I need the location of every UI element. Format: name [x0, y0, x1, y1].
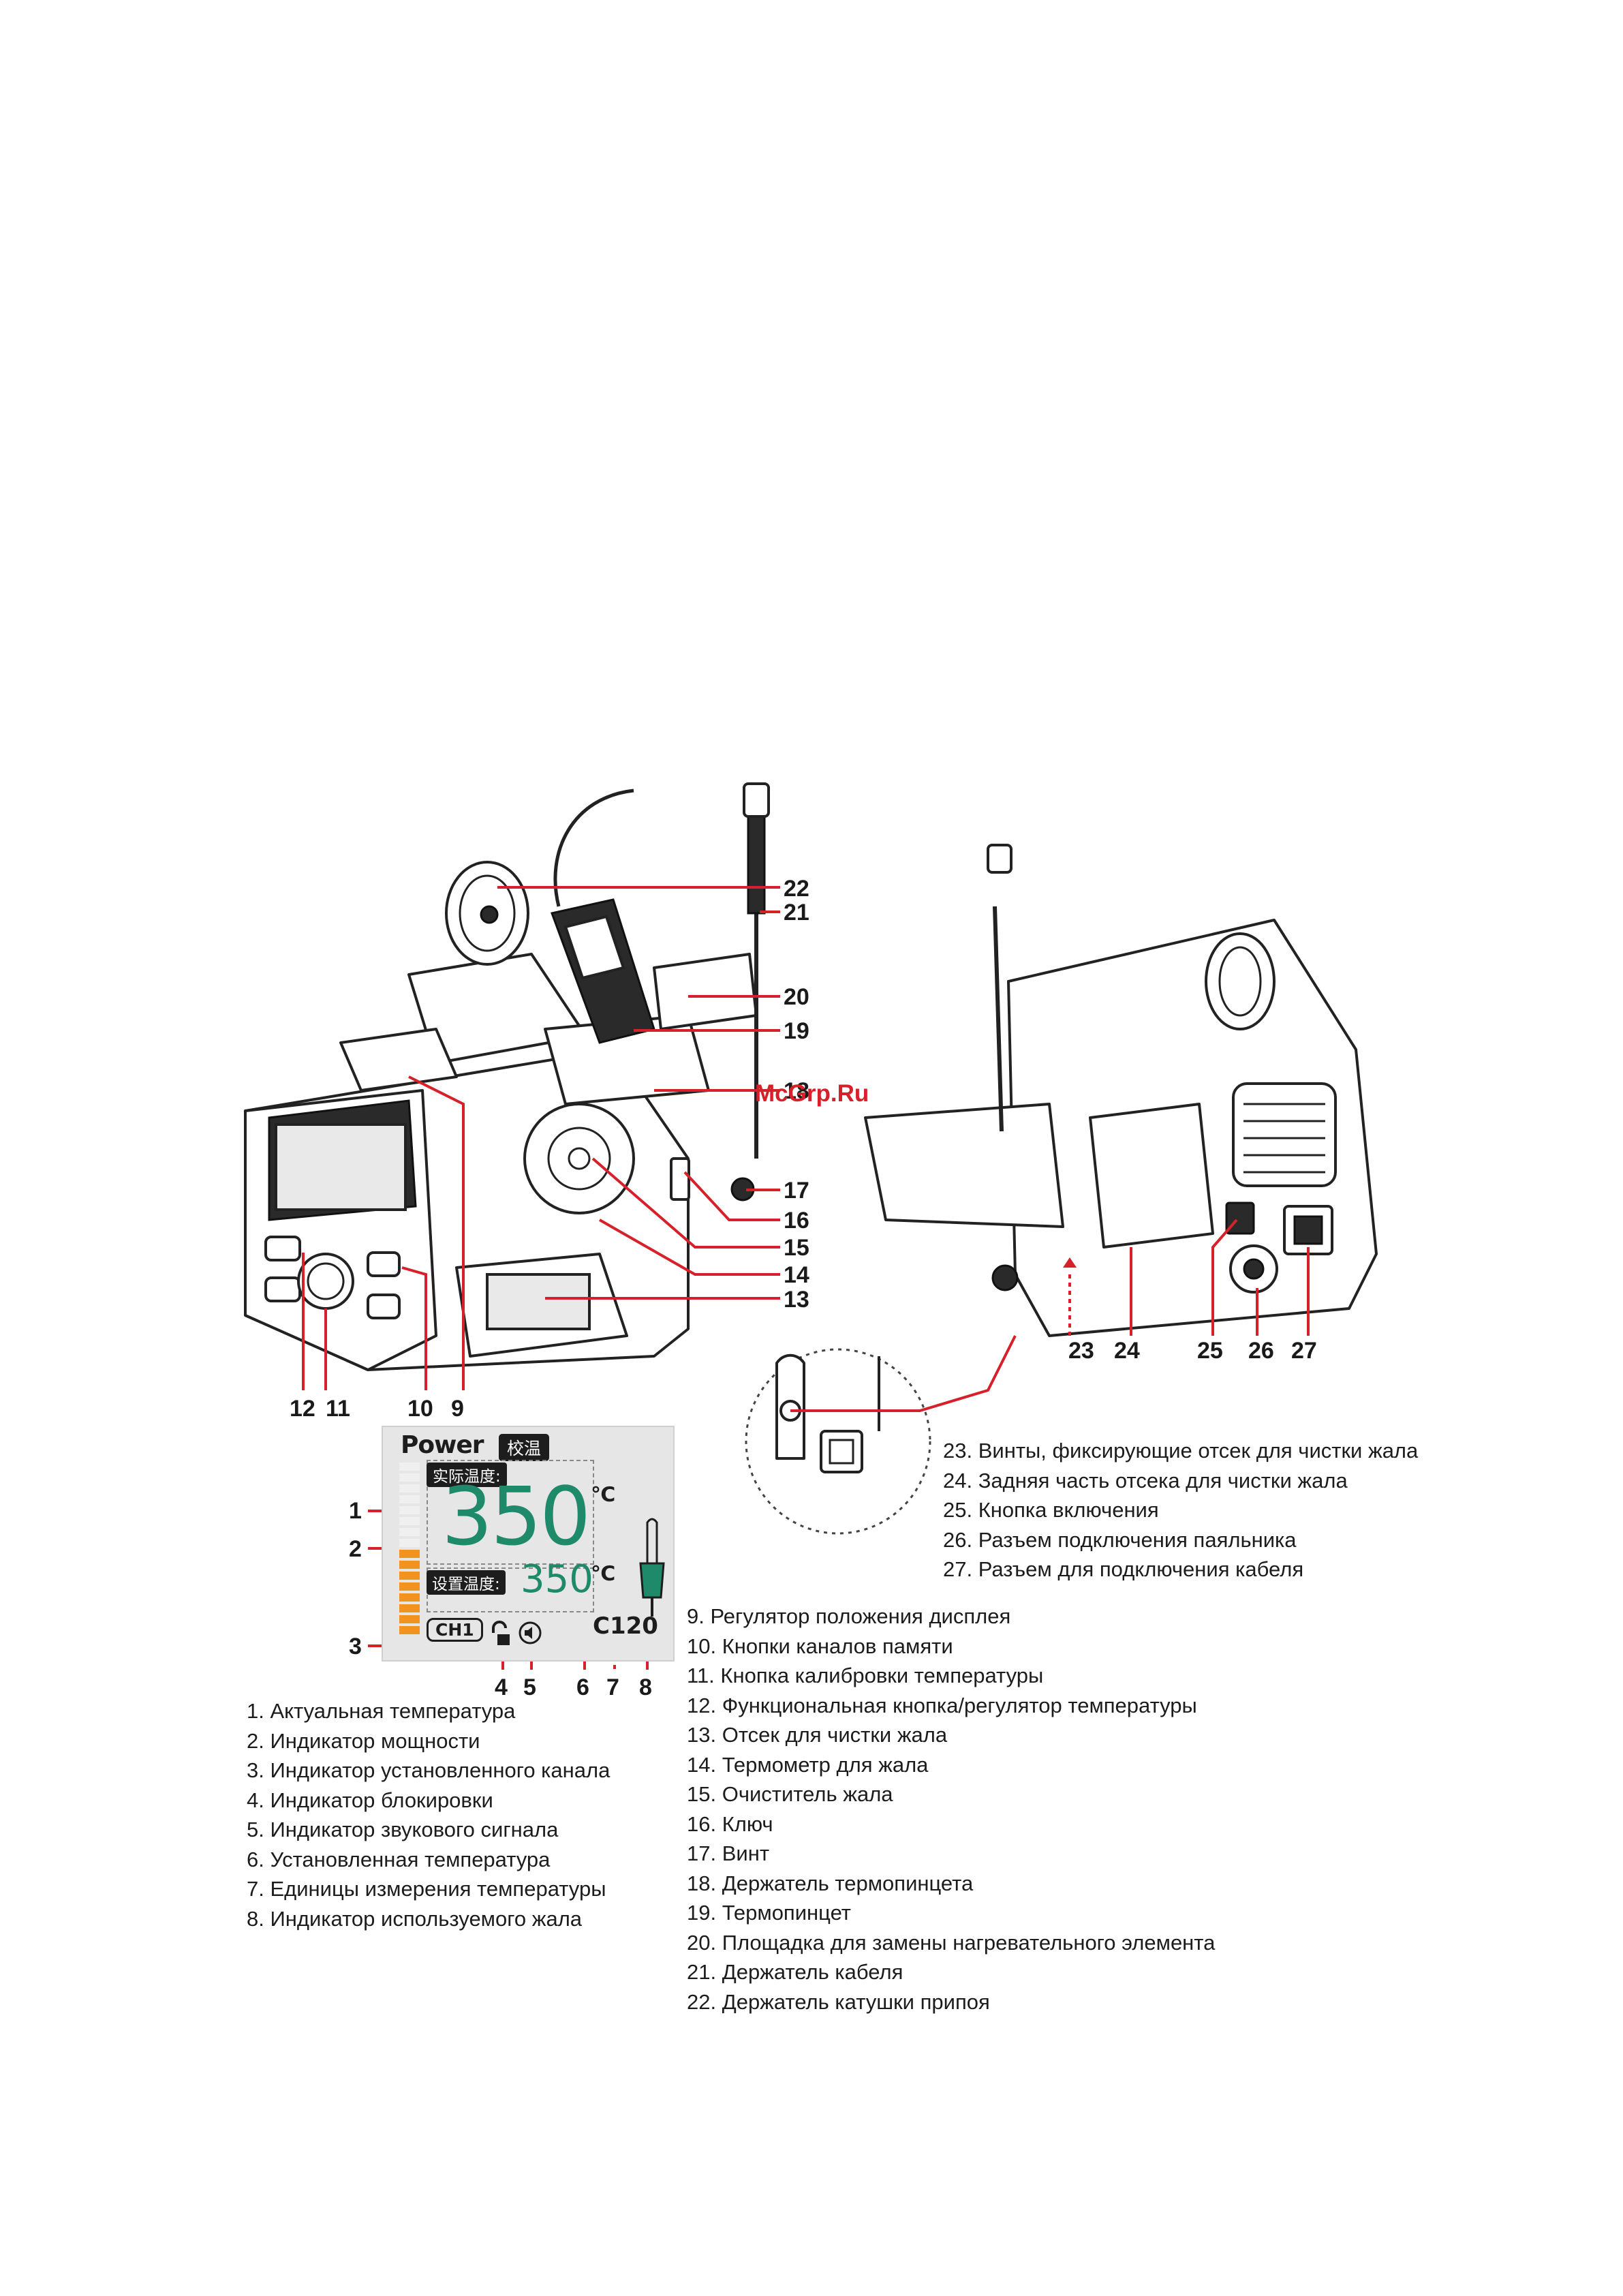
callout-6: 6: [576, 1674, 589, 1700]
power-bar: [399, 1528, 420, 1536]
legend-item: 14. Термометр для жала: [687, 1752, 929, 1777]
power-bar: [399, 1550, 420, 1558]
legend-display: 1. Актуальная температура 2. Индикатор м…: [247, 1696, 610, 1933]
legend-item: 10. Кнопки каналов памяти: [687, 1634, 953, 1658]
callout-11: 11: [326, 1396, 350, 1422]
legend-item: 5. Индикатор звукового сигнала: [247, 1818, 559, 1841]
callout-24: 24: [1114, 1338, 1140, 1364]
legend-item: 22. Держатель катушки припоя: [687, 1989, 990, 2014]
tip-code: C120: [593, 1612, 658, 1640]
callout-12: 12: [290, 1396, 315, 1422]
legend-item: 26. Разъем подключения паяльника: [943, 1527, 1297, 1552]
legend-item: 19. Термопинцет: [687, 1901, 851, 1925]
legend-item: 23. Винты, фиксирующие отсек для чистки …: [943, 1439, 1419, 1463]
callout-17: 17: [784, 1178, 809, 1204]
soldering-tip-icon: [639, 1518, 665, 1617]
calibration-badge: 校温: [499, 1434, 550, 1461]
legend-item: 12. Функциональная кнопка/регулятор темп…: [687, 1693, 1197, 1717]
channel-indicator: CH1: [427, 1618, 483, 1642]
callout-2: 2: [349, 1536, 362, 1562]
callout-9: 9: [451, 1396, 464, 1422]
legend-rear: 23. Винты, фиксирующие отсек для чистки …: [943, 1436, 1418, 1585]
main-unit-drawing: [244, 782, 770, 1371]
power-bar: [399, 1506, 420, 1514]
power-bar: [399, 1495, 420, 1503]
legend-item: 17. Винт: [687, 1841, 770, 1865]
callout-5: 5: [523, 1674, 536, 1700]
callout-numbers: 22 21 20 19 18 17 16 15 14 13 12 11 10 9…: [290, 876, 1317, 1700]
lock-icon: [492, 1621, 510, 1645]
legend-item: 8. Индикатор используемого жала: [247, 1906, 583, 1931]
legend-item: 15. Очиститель жала: [687, 1782, 893, 1806]
power-bar: [399, 1463, 420, 1471]
actual-temp-box: [427, 1460, 594, 1565]
power-bar: [399, 1561, 420, 1569]
legend-item: 7. Единицы измерения температуры: [247, 1877, 606, 1901]
power-bar: [399, 1572, 420, 1580]
legend-item: 20. Площадка для замены нагревательного …: [687, 1930, 1216, 1955]
legend-item: 16. Ключ: [687, 1811, 773, 1836]
screw-detail-inset: [745, 1348, 931, 1535]
legend-item: 6. Установленная температура: [247, 1847, 551, 1871]
watermark-text: McGrp.Ru: [755, 1080, 869, 1107]
power-indicator: [399, 1463, 420, 1637]
power-bar: [399, 1615, 420, 1623]
legend-item: 13. Отсек для чистки жала: [687, 1723, 948, 1747]
power-bar: [399, 1626, 420, 1634]
power-bar: [399, 1582, 420, 1591]
callout-16: 16: [784, 1208, 809, 1234]
power-bar: [399, 1517, 420, 1525]
actual-temperature: 350: [442, 1469, 591, 1563]
power-bar: [399, 1539, 420, 1547]
legend-item: 25. Кнопка включения: [943, 1498, 1159, 1522]
power-bar: [399, 1484, 420, 1493]
legend-item: 9. Регулятор положения дисплея: [687, 1604, 1011, 1628]
legend-item: 4. Индикатор блокировки: [247, 1788, 493, 1812]
power-bar: [399, 1604, 420, 1612]
callout-1: 1: [349, 1498, 362, 1524]
legend-item: 21. Держатель кабеля: [687, 1960, 903, 1984]
legend-item: 3. Индикатор установленного канала: [247, 1758, 610, 1782]
lcd-display-panel: Power 校温 实际温度: 350 ℃ 设置温度: 350 ℃ CH1 C12…: [382, 1426, 675, 1662]
temp-unit-actual: ℃: [591, 1483, 616, 1507]
legend-item: 24. Задняя часть отсека для чистки жала: [943, 1468, 1348, 1493]
legend-item: 11. Кнопка калибровки температуры: [687, 1664, 1044, 1687]
callout-3: 3: [349, 1634, 362, 1659]
callout-7: 7: [606, 1674, 619, 1700]
callout-4: 4: [495, 1674, 508, 1700]
legend-item: 18. Держатель термопинцета: [687, 1871, 974, 1895]
sound-icon: [519, 1621, 542, 1644]
callout-25: 25: [1197, 1338, 1223, 1364]
legend-main-unit: 9. Регулятор положения дисплея 10. Кнопк…: [687, 1602, 1215, 2017]
temp-unit-set: ℃: [591, 1562, 616, 1586]
callout-15: 15: [784, 1235, 809, 1261]
callout-27: 27: [1291, 1338, 1317, 1364]
actual-temp-label: 实际温度:: [427, 1463, 507, 1487]
set-temperature: 350: [521, 1557, 593, 1602]
callout-22: 22: [784, 876, 809, 902]
callout-26: 26: [1248, 1338, 1274, 1364]
callout-19: 19: [784, 1018, 809, 1044]
callout-21: 21: [784, 900, 809, 925]
legend-item: 2. Индикатор мощности: [247, 1728, 480, 1753]
callout-20: 20: [784, 984, 809, 1010]
callout-23: 23: [1068, 1338, 1094, 1364]
callout-13: 13: [784, 1287, 809, 1313]
callout-8: 8: [639, 1674, 652, 1700]
callout-18: 18: [784, 1078, 809, 1104]
rear-unit-drawing: [864, 844, 1378, 1337]
power-bar: [399, 1473, 420, 1482]
power-label: Power: [401, 1431, 484, 1459]
power-bar: [399, 1593, 420, 1602]
callout-10: 10: [407, 1396, 433, 1422]
legend-item: 27. Разъем для подключения кабеля: [943, 1557, 1304, 1581]
callout-14: 14: [784, 1262, 809, 1288]
set-temp-label: 设置温度:: [427, 1570, 506, 1595]
legend-item: 1. Актуальная температура: [247, 1699, 516, 1723]
